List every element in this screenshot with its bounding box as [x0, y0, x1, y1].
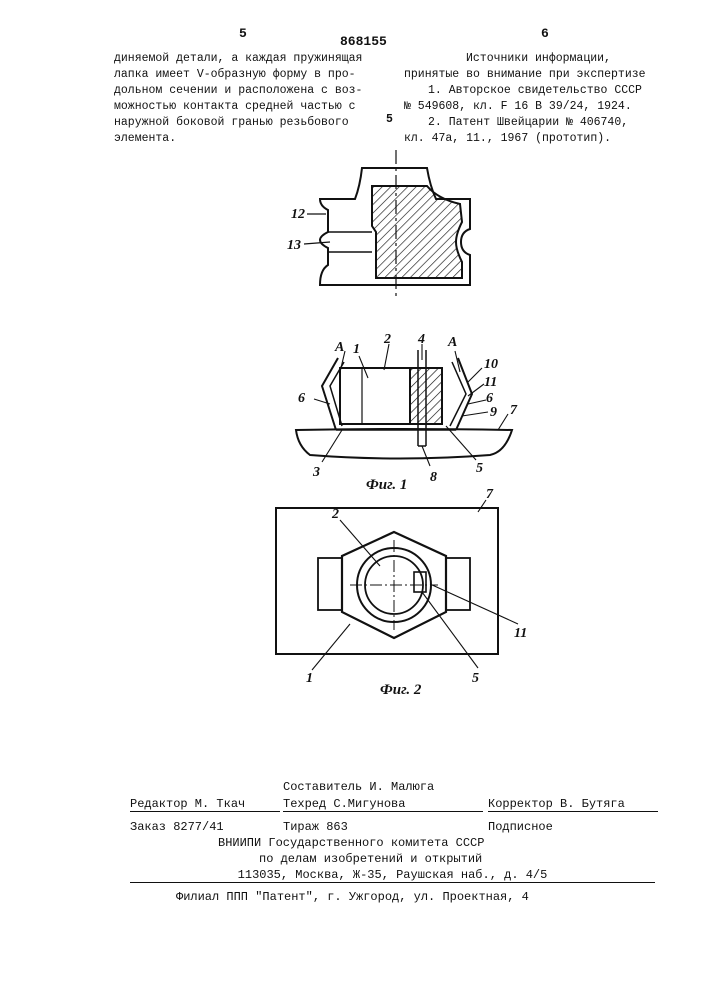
figure-1: [296, 350, 512, 459]
label-6-left: 6: [298, 391, 305, 406]
fig2-label-5: 5: [472, 671, 479, 686]
editor-line: Редактор М. Ткач: [130, 797, 280, 812]
address-line: 113035, Москва, Ж-35, Раушская наб., д. …: [130, 868, 655, 883]
figure-1-caption: Фиг. 1: [366, 477, 407, 493]
label-5: 5: [476, 461, 483, 476]
figure-2: [276, 508, 498, 654]
label-13: 13: [287, 238, 301, 253]
top-detail-view: [320, 150, 470, 296]
label-3: 3: [312, 465, 320, 480]
label-12: 12: [291, 207, 305, 222]
label-11: 11: [484, 375, 497, 390]
label-4: 4: [417, 332, 425, 347]
label-a-left: A: [334, 340, 344, 355]
order-line: Заказ 8277/41: [130, 820, 224, 834]
label-8: 8: [430, 470, 437, 485]
label-a-right: A: [447, 335, 457, 350]
fig2-label-1: 1: [306, 671, 313, 686]
label-9: 9: [490, 405, 497, 420]
fig2-label-2: 2: [331, 507, 339, 522]
corrector-line: Корректор В. Бутяга: [488, 797, 658, 812]
org-line-2: по делам изобретений и открытий: [259, 852, 482, 866]
fig2-label-7: 7: [486, 487, 494, 502]
figure-2-caption: Фиг. 2: [380, 682, 422, 698]
subscription-line: Подписное: [488, 820, 553, 834]
fig2-label-11: 11: [514, 626, 527, 641]
leader-line: [304, 242, 330, 244]
circulation-line: Тираж 863: [283, 820, 348, 834]
label-7: 7: [510, 403, 518, 418]
label-1: 1: [353, 342, 360, 357]
org-line-1: ВНИИПИ Государственного комитета СССР: [218, 836, 484, 850]
label-2: 2: [383, 332, 391, 347]
label-10: 10: [484, 357, 498, 372]
label-6-right: 6: [486, 391, 493, 406]
techred-line: Техред С.Мигунова: [283, 797, 483, 812]
compiler-line: Составитель И. Малюга: [283, 780, 434, 794]
branch-line: Филиал ППП "Патент", г. Ужгород, ул. Про…: [176, 890, 529, 904]
